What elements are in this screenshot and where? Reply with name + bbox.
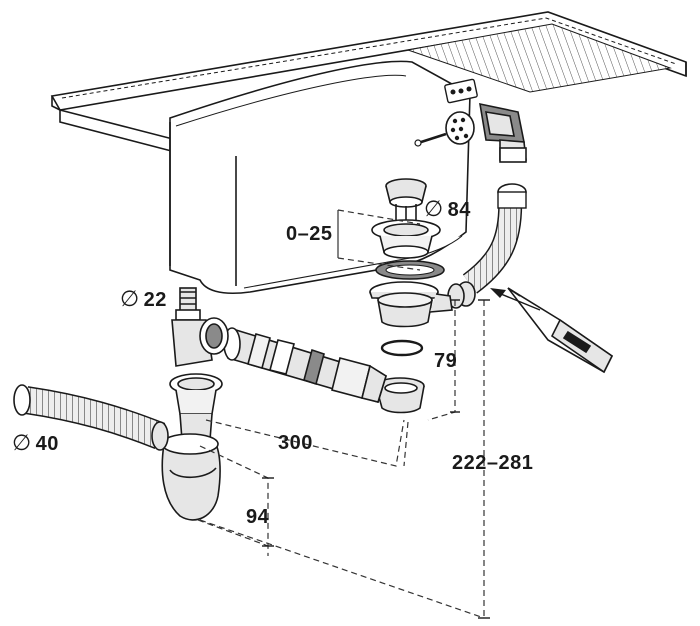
outlet-diameter-value: 40: [35, 433, 59, 455]
outlet-hose: [13, 384, 169, 451]
outlet-diameter-label: ∅40: [12, 430, 59, 456]
overflow-hose: [447, 183, 527, 309]
overflow-housing: [479, 102, 527, 163]
height-adjust-label: 0–25: [286, 223, 333, 245]
dimension-ticks: [262, 299, 490, 619]
siphon-cup: [161, 373, 223, 521]
vertical-length-label: 222–281: [452, 452, 534, 474]
utility-knife: [507, 287, 614, 374]
diameter-symbol: ∅: [12, 430, 32, 455]
drainboard-ribs: [406, 23, 672, 93]
diameter-symbol: ∅: [120, 286, 140, 311]
overflow-diameter-label: ∅84: [424, 196, 471, 222]
drain-body: [369, 281, 453, 328]
t-connector: [171, 287, 229, 367]
sink-plug: [371, 219, 441, 259]
o-ring: [380, 339, 424, 357]
hose-diameter-value: 22: [143, 289, 167, 311]
horizontal-pipe: [223, 327, 388, 403]
horizontal-length-label: 300: [278, 432, 313, 454]
overflow-slot: [444, 78, 478, 104]
arrow-to-hose: [490, 288, 541, 311]
outlet-elbow: [375, 377, 425, 414]
sink-bowl: [169, 60, 471, 295]
sealing-ring: [375, 260, 445, 280]
strainer-basket: [385, 178, 427, 222]
strainer-height-label: 79: [434, 350, 458, 372]
overflow-diameter-value: 84: [447, 199, 471, 221]
trap-depth-label: 94: [246, 506, 270, 528]
hose-diameter-label: ∅22: [120, 286, 167, 312]
diameter-symbol: ∅: [424, 196, 444, 221]
overflow-cover: [414, 111, 475, 147]
